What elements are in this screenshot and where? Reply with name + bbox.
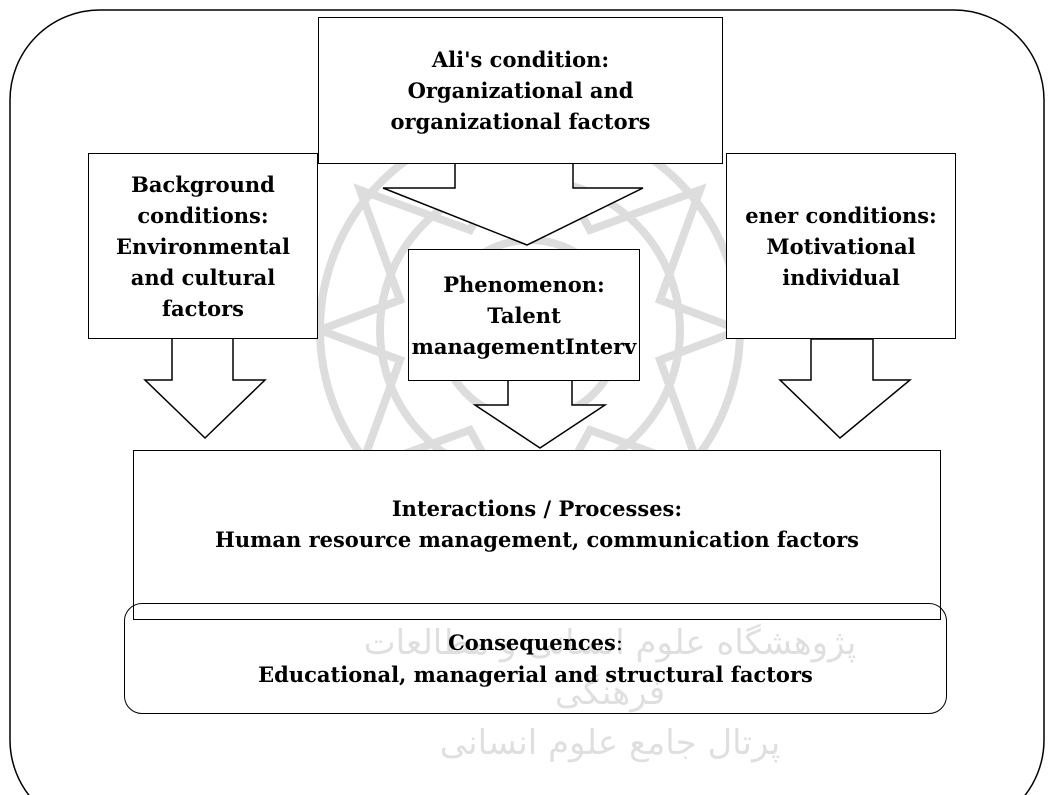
background-conditions-heading: Background xyxy=(131,171,275,197)
arrow-phenomenon-down xyxy=(472,379,608,449)
phenomenon-heading: Phenomenon: xyxy=(443,271,605,297)
causal-conditions-line-2: organizational factors xyxy=(390,109,651,134)
causal-conditions-box: Ali's condition: Organizational and orga… xyxy=(318,17,723,164)
arrow-causal-to-phenomenon xyxy=(382,162,644,246)
background-conditions-line-4: factors xyxy=(161,295,245,321)
causal-conditions-heading: Ali's condition: xyxy=(431,47,610,72)
outer-frame xyxy=(9,9,1045,795)
phenomenon-box: Phenomenon: Talent managementInterv xyxy=(408,249,640,381)
intervening-conditions-line-2: individual xyxy=(782,264,900,290)
consequences-line-1: Educational, managerial and structural f… xyxy=(258,662,813,687)
processes-box: Interactions / Processes: Human resource… xyxy=(133,450,941,620)
consequences-heading-row: Consequences: xyxy=(448,627,623,659)
consequences-heading-colon: : xyxy=(615,631,623,655)
phenomenon-line-2: managementInterv xyxy=(411,333,637,359)
causal-conditions-line-1: Organizational and xyxy=(407,78,634,103)
intervening-conditions-box: ener conditions: Motivational individual xyxy=(726,153,956,339)
background-conditions-box: Background conditions: Environmental and… xyxy=(88,153,318,339)
background-conditions-line-2: Environmental xyxy=(116,233,290,259)
background-conditions-line-1: conditions: xyxy=(137,202,269,228)
background-conditions-line-3: and cultural xyxy=(130,264,276,290)
intervening-conditions-line-1: Motivational xyxy=(766,233,916,259)
consequences-heading: Consequences xyxy=(448,630,616,655)
intervening-conditions-heading: ener conditions: xyxy=(745,202,937,228)
phenomenon-line-1: Talent xyxy=(487,302,561,328)
consequences-box: Consequences: Educational, managerial an… xyxy=(124,603,947,714)
arrow-intervening-down xyxy=(778,338,913,440)
processes-heading: Interactions / Processes: xyxy=(391,496,683,521)
processes-line-1: Human resource management, communication… xyxy=(215,527,859,552)
arrow-background-down xyxy=(143,337,267,440)
